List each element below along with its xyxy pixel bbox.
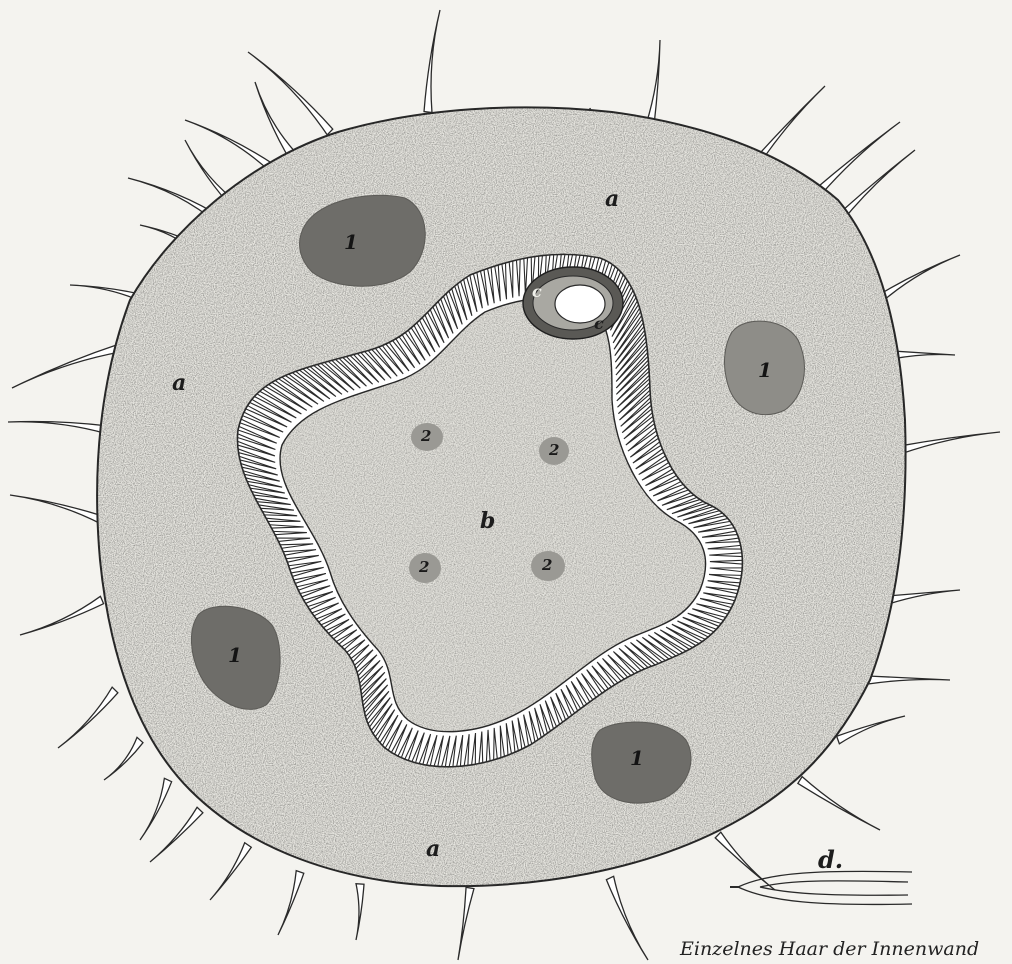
label-2-bottom-left: 2 <box>419 560 429 575</box>
label-b: b <box>480 510 495 532</box>
label-a-bottom: a <box>426 838 440 860</box>
outer-spine <box>715 832 775 890</box>
label-a-top: a <box>605 188 619 210</box>
label-1-bottom: 1 <box>630 748 644 768</box>
figure-caption: Einzelnes Haar der Innenwand <box>680 938 979 960</box>
outer-spine <box>887 590 960 604</box>
outer-spine <box>646 40 660 125</box>
label-1-left: 1 <box>228 645 242 665</box>
label-2-top-left: 2 <box>421 429 431 444</box>
outer-spine <box>12 344 121 388</box>
outer-spine <box>140 778 172 840</box>
label-2-top-right: 2 <box>549 443 559 458</box>
outer-spine <box>458 887 474 960</box>
outer-spine <box>104 737 143 780</box>
label-c-left: c <box>532 284 542 300</box>
label-a-left: a <box>172 372 186 394</box>
label-c-right: c <box>594 316 604 332</box>
outer-spine <box>868 676 950 684</box>
label-1-top-left: 1 <box>344 232 358 252</box>
gland-c <box>523 267 623 339</box>
outer-spine <box>210 843 251 900</box>
outer-spine <box>248 52 333 135</box>
outer-spine <box>424 10 440 112</box>
outer-spine <box>876 255 960 304</box>
outer-spine <box>150 807 203 862</box>
label-2-bottom-right: 2 <box>542 558 552 573</box>
outer-spine <box>892 351 955 359</box>
outer-spine <box>899 432 1000 454</box>
outer-spine <box>278 871 304 935</box>
label-d: d. <box>818 848 843 872</box>
outer-spine <box>815 122 900 195</box>
outer-spine <box>356 884 364 940</box>
outer-spine <box>20 596 104 635</box>
outer-spine <box>58 687 118 748</box>
outer-spine <box>255 82 294 154</box>
outer-spine <box>10 495 103 524</box>
outer-spine <box>8 422 108 434</box>
label-1-right: 1 <box>758 360 772 380</box>
outer-spine <box>798 777 880 830</box>
outer-spine <box>606 876 648 960</box>
